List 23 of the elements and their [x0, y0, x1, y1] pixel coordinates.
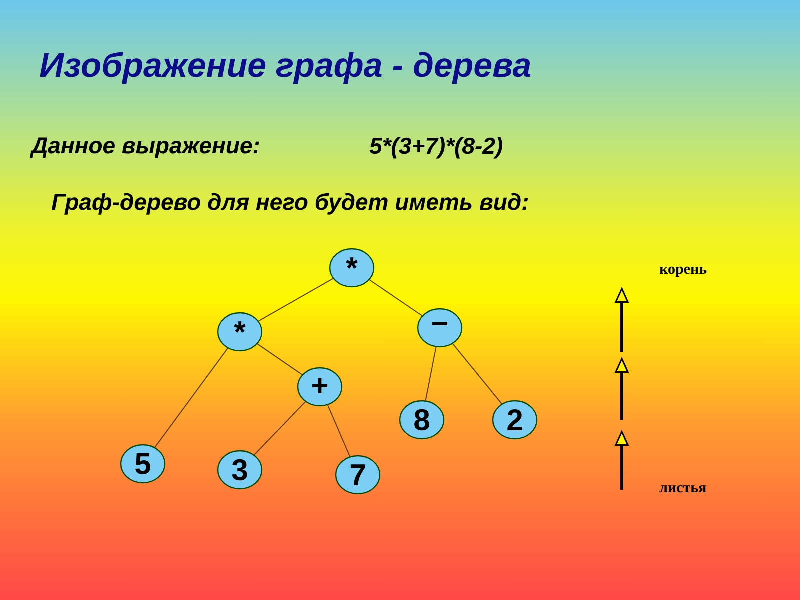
- tree-node: −: [417, 308, 463, 348]
- edge-line: [327, 404, 351, 458]
- tree-node: +: [297, 367, 343, 407]
- edge-line: [254, 402, 306, 456]
- tree-node: 5: [120, 444, 166, 484]
- edge-line: [154, 348, 228, 448]
- label-text: Данное выражение:: [30, 138, 260, 158]
- title: Изображение графа - дерева: [40, 52, 531, 84]
- edge-line: [452, 344, 502, 404]
- label-text: Граф-дерево для него будет иметь вид:: [52, 193, 528, 215]
- label-text: листья: [660, 485, 706, 493]
- tree-node: 3: [217, 450, 263, 490]
- edge-line: [258, 278, 334, 322]
- tree-node: 7: [335, 455, 381, 495]
- edge-line: [369, 280, 423, 316]
- tree-node: 8: [399, 400, 445, 440]
- tree-node: *: [329, 248, 375, 288]
- tree-node: *: [217, 312, 263, 352]
- edge-line: [257, 344, 303, 376]
- label-text: корень: [660, 266, 707, 278]
- label-text: 5*(3+7)*(8-2): [370, 137, 502, 159]
- tree-node: 2: [492, 400, 538, 440]
- edge-line: [425, 346, 437, 402]
